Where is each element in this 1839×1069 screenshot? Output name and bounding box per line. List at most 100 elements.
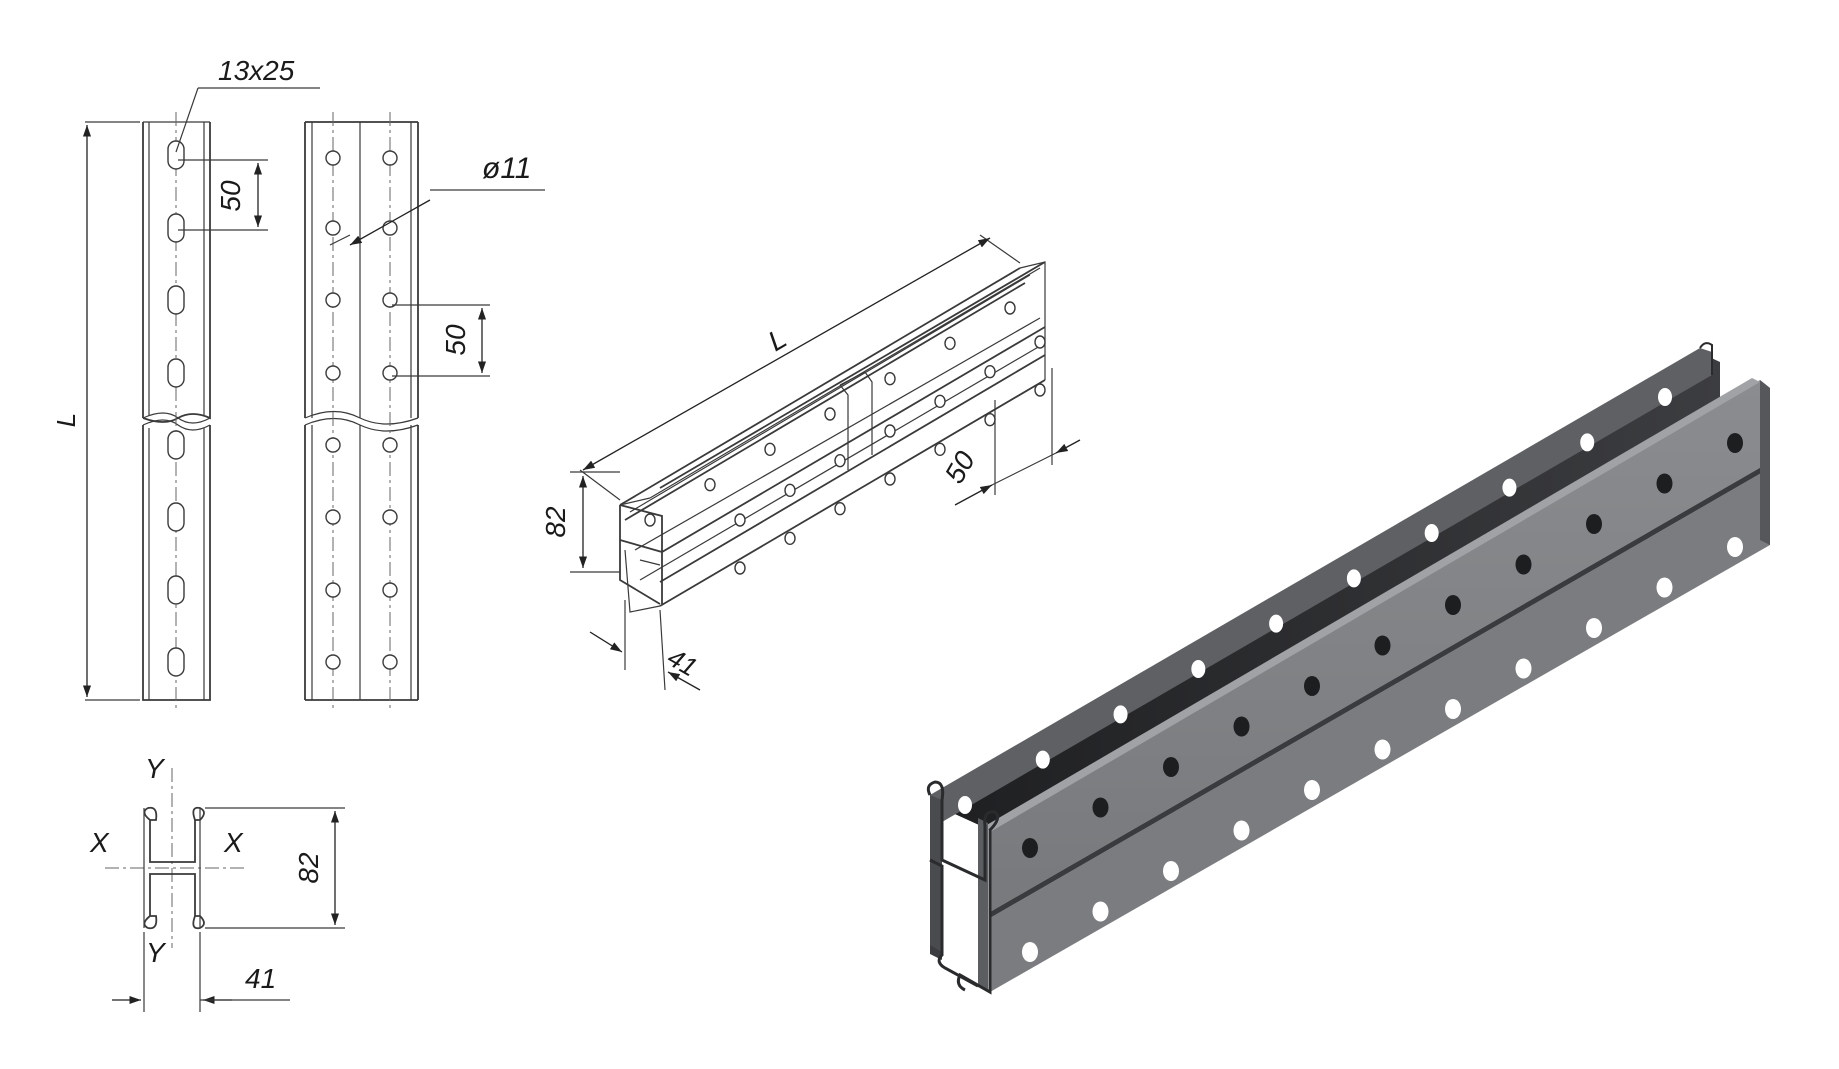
dimension-pitch-side: 50 <box>392 304 490 377</box>
render-hole-lower <box>1727 537 1743 557</box>
round-hole <box>325 292 341 308</box>
round-hole <box>325 150 341 166</box>
render-hole-back <box>1424 524 1439 542</box>
render-hole-upper <box>1163 757 1179 777</box>
iso-hole-mid <box>934 394 946 409</box>
iso-hole-top <box>944 336 956 351</box>
render-hole-upper <box>1304 676 1320 696</box>
render-hole-lower <box>1304 780 1320 800</box>
render-hole-upper <box>1233 716 1250 737</box>
slot-hole <box>167 647 185 677</box>
axis-y-top-label: Y <box>145 753 166 784</box>
render-hole-upper <box>1092 797 1109 818</box>
round-hole <box>325 509 341 525</box>
dimension-length-front: L <box>51 121 140 701</box>
render-hole-lower <box>1022 942 1038 962</box>
render-hole-upper <box>1727 433 1743 453</box>
render-hole-back <box>1580 433 1595 452</box>
render-hole-back <box>1502 478 1517 497</box>
iso-hole-low <box>734 561 746 575</box>
render-hole-upper <box>1656 473 1673 494</box>
render-hole-back <box>1113 705 1128 724</box>
iso-hole-low <box>884 472 896 486</box>
slot-hole <box>167 285 185 315</box>
render-hole-lower <box>1374 739 1391 760</box>
round-hole <box>325 654 341 670</box>
width-label-iso: 41 <box>662 642 702 682</box>
render-hole-lower <box>1445 699 1461 719</box>
render-hole-lower <box>1586 618 1602 638</box>
render-hole-upper <box>1022 838 1038 858</box>
iso-hole-low <box>934 442 946 457</box>
iso-hole-low <box>1034 383 1046 397</box>
pitch-label-front: 50 <box>215 180 246 212</box>
iso-hole-mid <box>984 364 996 379</box>
round-hole <box>382 509 398 525</box>
dimension-slot-size: 13x25 <box>175 55 320 153</box>
round-hole <box>382 582 398 598</box>
render-hole-lower <box>1656 577 1673 598</box>
slot-hole <box>167 213 185 243</box>
round-hole <box>325 437 341 453</box>
render-hole-upper <box>1445 595 1461 615</box>
iso-hole-low <box>984 412 996 427</box>
render-hole-back <box>1346 569 1361 588</box>
render-hole-lower <box>1092 901 1109 922</box>
round-hole <box>382 292 398 308</box>
iso-hole-top <box>1004 301 1016 315</box>
iso-hole-low <box>784 531 796 546</box>
render-hole-lower <box>1515 658 1532 679</box>
cross-section: Y Y X X 82 41 <box>89 753 345 1012</box>
iso-hole-top <box>644 513 656 527</box>
width-label-section: 41 <box>245 963 276 994</box>
length-label-iso: L <box>763 322 792 357</box>
iso-hole-mid <box>834 453 846 468</box>
pitch-label-side: 50 <box>440 324 471 356</box>
render-hole-back <box>1658 388 1672 406</box>
iso-hole-mid <box>884 424 896 438</box>
hole-diameter-label: ø11 <box>482 152 531 185</box>
render-hole-back <box>1191 660 1206 678</box>
round-hole <box>325 365 341 381</box>
iso-hole-top <box>824 407 836 421</box>
side-view-holes <box>304 112 419 708</box>
render-hole-upper <box>1586 514 1602 534</box>
length-label-front: L <box>51 413 81 427</box>
iso-hole-top <box>704 477 716 492</box>
render-hole-lower <box>1233 820 1250 841</box>
axis-x-left-label: X <box>89 827 110 858</box>
slot-hole <box>167 358 185 388</box>
axis-x-right-label: X <box>223 827 244 858</box>
render-hole-back <box>1035 750 1050 769</box>
round-hole <box>382 365 398 381</box>
slot-hole <box>167 140 185 170</box>
slot-hole <box>167 430 185 460</box>
dimension-hole-diameter: ø11 <box>329 152 545 246</box>
render-hole-back <box>958 796 972 814</box>
slot-size-label: 13x25 <box>218 55 295 86</box>
height-label-section: 82 <box>293 852 324 884</box>
render-hole-upper <box>1374 635 1391 656</box>
iso-hole-top <box>884 371 896 386</box>
axis-y-bottom-label: Y <box>146 937 167 968</box>
render-hole-back <box>1269 614 1284 633</box>
front-view-slotted <box>142 112 211 708</box>
iso-hole-top <box>764 442 776 457</box>
iso-hole-mid <box>1034 335 1046 349</box>
render-hole-lower <box>1163 861 1179 881</box>
round-hole <box>382 150 398 166</box>
slot-hole <box>167 575 185 605</box>
slot-hole <box>167 502 185 532</box>
round-hole <box>382 654 398 670</box>
height-label-iso: 82 <box>540 506 571 538</box>
round-hole <box>325 220 341 236</box>
iso-hole-mid <box>734 513 746 527</box>
render-hole-upper <box>1515 554 1532 575</box>
isometric-line-drawing: L 82 41 50 <box>540 234 1081 691</box>
iso-hole-low <box>834 501 846 516</box>
shaded-channel-render <box>926 342 1770 995</box>
round-hole <box>325 582 341 598</box>
dimension-pitch-front: 50 <box>178 159 268 231</box>
round-hole <box>382 437 398 453</box>
